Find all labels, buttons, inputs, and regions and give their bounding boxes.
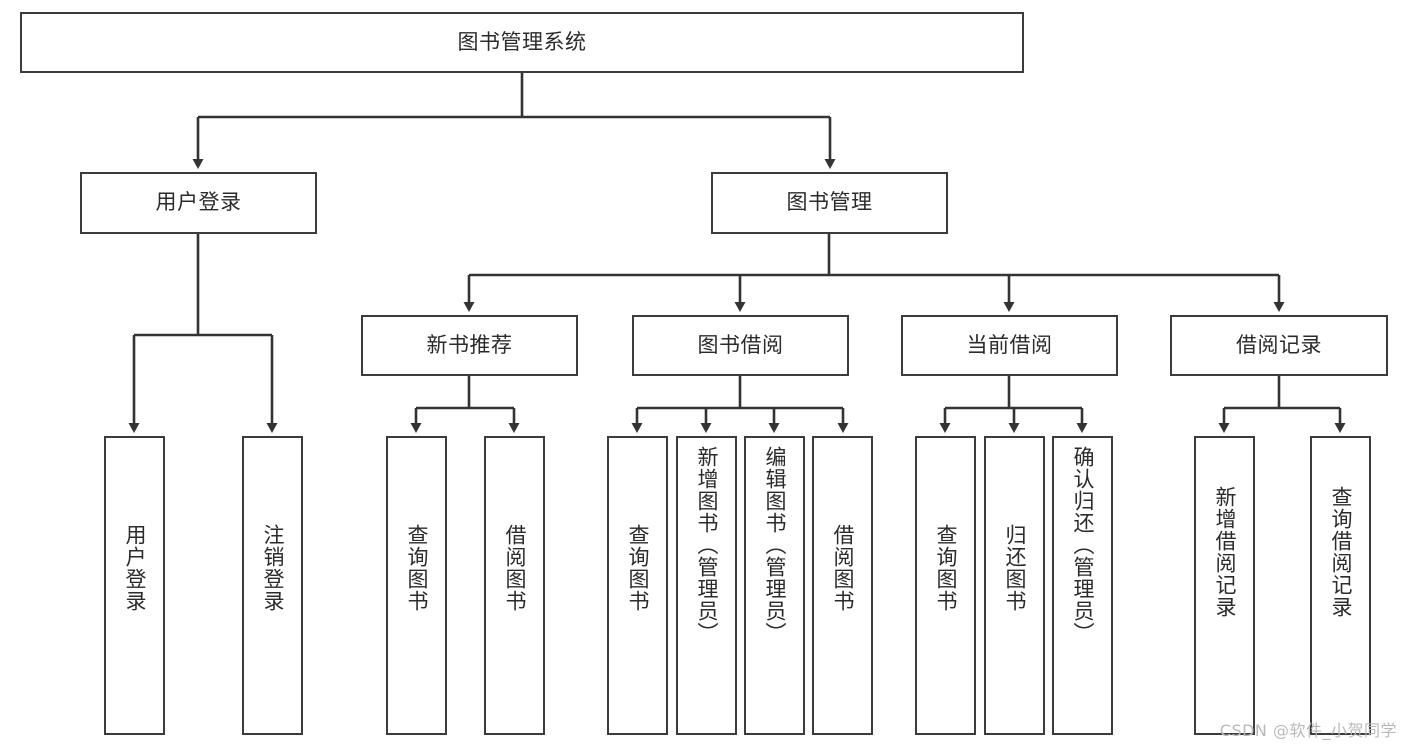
leaf-book-borrow-add-book-admin[interactable]: 新增图书（管理员）	[676, 436, 737, 735]
leaf-label: 用户登录	[122, 524, 147, 612]
watermark: CSDN @软件_小贺同学	[1219, 721, 1397, 740]
leaf-borrow-record-add-record[interactable]: 新增借阅记录	[1194, 436, 1255, 735]
node-root-book-management-system[interactable]: 图书管理系统	[20, 12, 1024, 73]
node-label: 借阅记录	[1236, 332, 1322, 357]
leaf-label: 新增借阅记录	[1212, 486, 1237, 618]
leaf-label: 查询图书	[404, 524, 429, 612]
leaf-label: 查询图书	[933, 524, 958, 612]
node-label: 图书借阅	[697, 332, 784, 357]
node-label: 图书管理系统	[457, 29, 587, 54]
leaf-user-login-logout[interactable]: 注销登录	[242, 436, 303, 735]
leaf-new-book-query-book[interactable]: 查询图书	[386, 436, 447, 735]
leaf-label: 查询图书	[625, 524, 650, 612]
node-label: 图书管理	[786, 190, 873, 215]
node-label: 用户登录	[155, 190, 242, 215]
leaf-user-login-login[interactable]: 用户登录	[104, 436, 165, 735]
leaf-book-borrow-query-book[interactable]: 查询图书	[607, 436, 668, 735]
leaf-label: 归还图书	[1002, 524, 1027, 612]
leaf-current-borrow-return-book[interactable]: 归还图书	[984, 436, 1045, 735]
leaf-current-borrow-query-book[interactable]: 查询图书	[915, 436, 976, 735]
node-new-book-recommend[interactable]: 新书推荐	[361, 315, 578, 376]
leaf-borrow-record-query-record[interactable]: 查询借阅记录	[1310, 436, 1371, 735]
node-borrow-record[interactable]: 借阅记录	[1170, 315, 1388, 376]
node-label: 当前借阅	[966, 332, 1053, 357]
node-label: 新书推荐	[426, 332, 513, 357]
node-book-borrow[interactable]: 图书借阅	[632, 315, 849, 376]
node-user-login[interactable]: 用户登录	[80, 172, 317, 234]
leaf-label: 编辑图书（管理员）	[762, 446, 787, 644]
leaf-label: 借阅图书	[830, 524, 855, 612]
leaf-label: 确认归还（管理员）	[1070, 446, 1095, 644]
leaf-book-borrow-edit-book-admin[interactable]: 编辑图书（管理员）	[744, 436, 805, 735]
node-book-management[interactable]: 图书管理	[711, 172, 948, 234]
node-current-borrow[interactable]: 当前借阅	[901, 315, 1118, 376]
leaf-book-borrow-borrow-book[interactable]: 借阅图书	[812, 436, 873, 735]
leaf-label: 新增图书（管理员）	[694, 446, 719, 644]
leaf-label: 注销登录	[260, 524, 285, 612]
leaf-current-borrow-confirm-return-admin[interactable]: 确认归还（管理员）	[1052, 436, 1113, 735]
leaf-new-book-borrow-book[interactable]: 借阅图书	[484, 436, 545, 735]
leaf-label: 借阅图书	[502, 524, 527, 612]
leaf-label: 查询借阅记录	[1328, 486, 1353, 618]
